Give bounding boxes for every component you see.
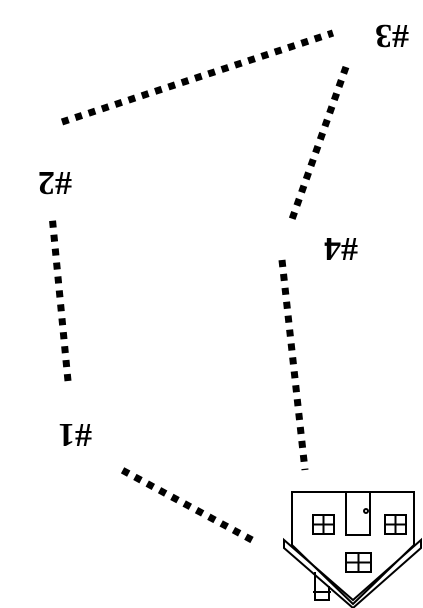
house-window-right [384, 514, 407, 535]
stop-label-2: #2 [38, 164, 72, 201]
route-paths [48, 29, 350, 544]
path-house-to-stop-1 [120, 466, 254, 544]
stop-label-4: #4 [324, 230, 358, 267]
path-stop-4-to-house [278, 259, 309, 471]
house-icon [283, 491, 422, 608]
path-stop-1-to-stop-2 [48, 214, 72, 382]
stop-labels: #1 #2 #3 #4 [38, 17, 409, 453]
stop-label-3: #3 [375, 17, 409, 54]
house-window-bottom [345, 552, 372, 573]
stop-label-1: #1 [58, 416, 92, 453]
house-window-left [312, 514, 335, 535]
path-stop-2-to-stop-3 [60, 29, 335, 126]
path-stop-3-to-stop-4 [286, 65, 350, 227]
house-door [345, 491, 371, 536]
